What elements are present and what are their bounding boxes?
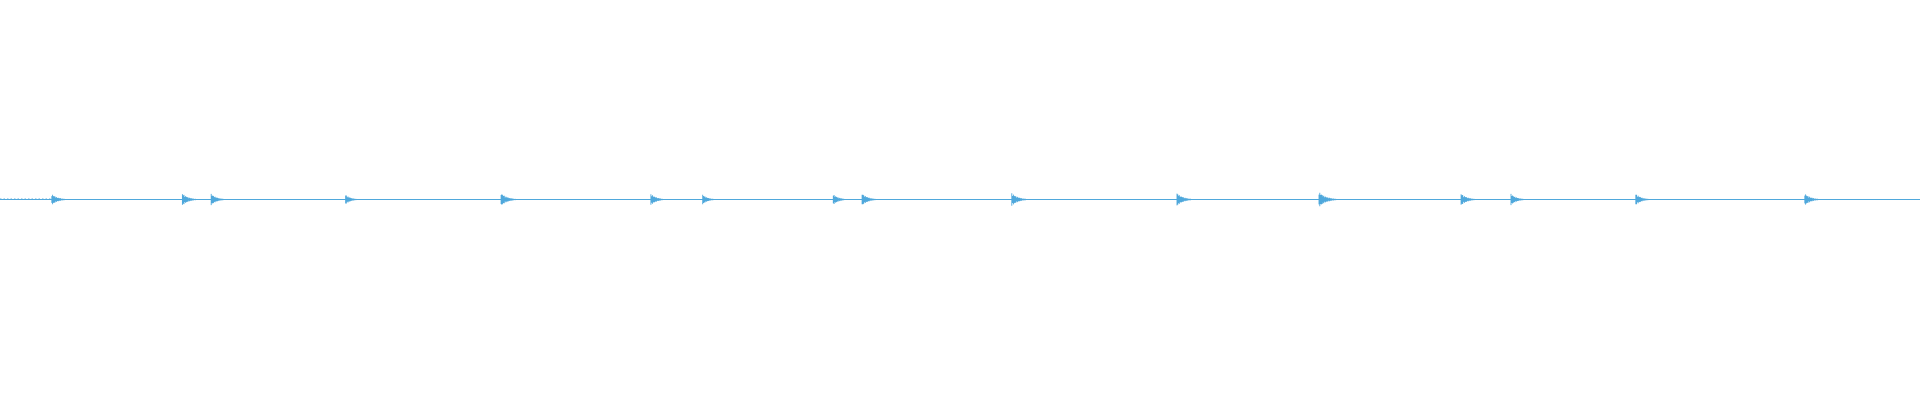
waveform-burst [1510,193,1528,206]
waveform-burst [650,194,668,205]
waveform-burst [500,194,520,205]
waveform-burst [1318,192,1339,207]
waveform-burst [51,194,69,205]
waveform-burst [181,194,200,205]
waveform-burst [1635,194,1653,205]
waveform-burst [1804,194,1823,205]
waveform-burst [832,195,849,204]
waveform-bursts [0,192,1823,207]
waveform-burst [1011,193,1030,206]
waveform-burst [210,193,228,206]
waveform-burst [1176,193,1196,206]
waveform-burst [702,194,718,205]
waveform-burst [345,195,361,204]
waveform-burst [861,194,880,205]
waveform-burst [1460,194,1479,205]
